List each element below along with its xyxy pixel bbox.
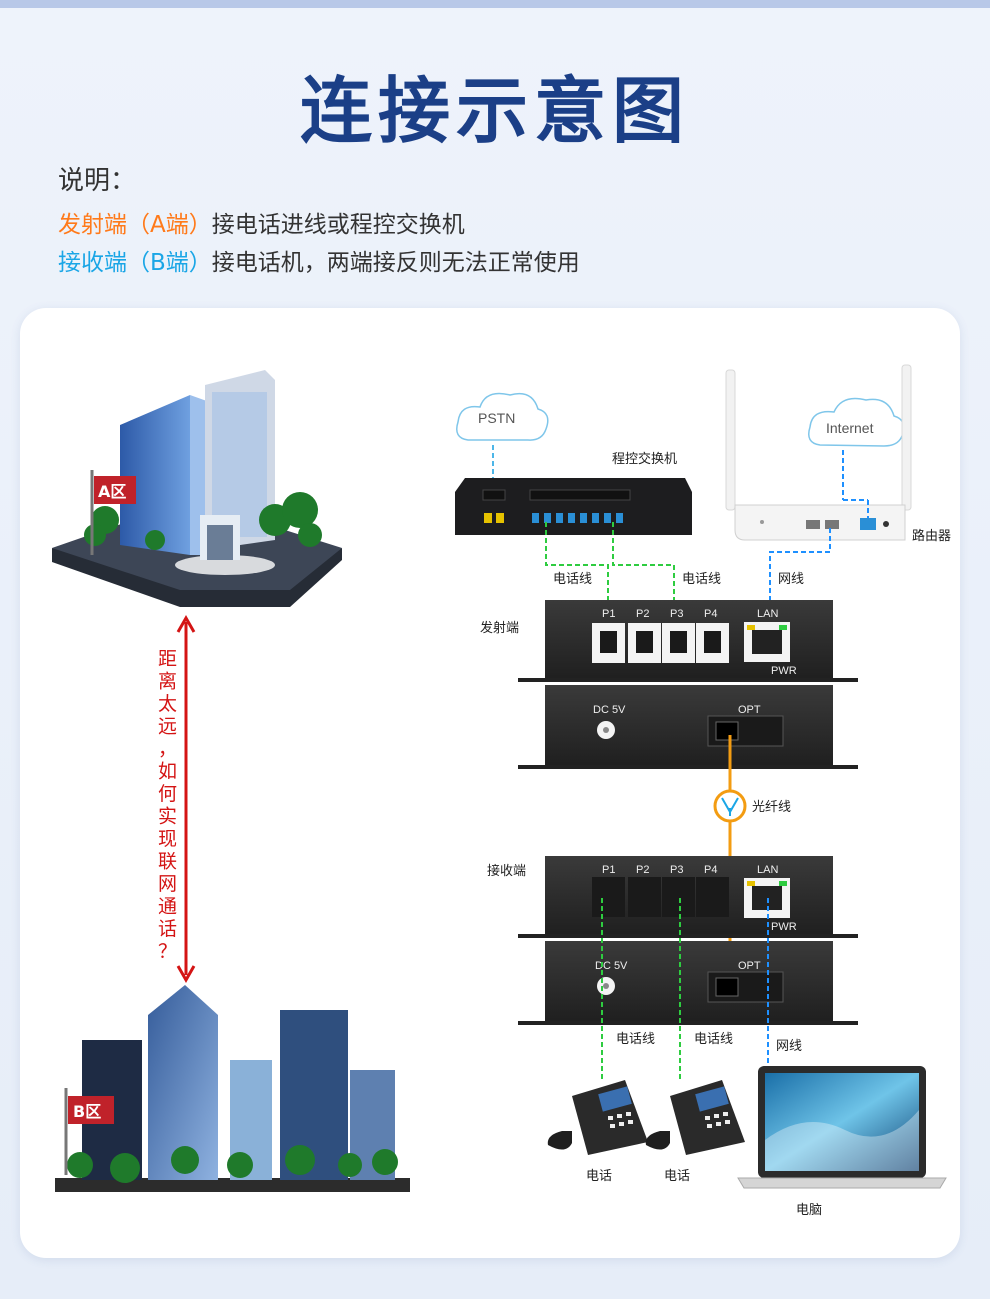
phone-2-icon xyxy=(645,1080,745,1155)
phone-1-label: 电话 xyxy=(586,1169,612,1184)
phone-2-label: 电话 xyxy=(664,1169,690,1184)
phone-line-2-label: 电话线 xyxy=(682,572,721,587)
rx-port-dc: DC 5V xyxy=(595,960,628,972)
question-char: 远 xyxy=(158,716,177,738)
rx-port-pwr: PWR xyxy=(771,921,797,933)
question-char: 太 xyxy=(158,693,177,715)
question-char: ， xyxy=(158,738,177,760)
receiver-desc: 接电话机，两端接反则无法正常使用 xyxy=(211,250,580,276)
question-char: 如 xyxy=(158,761,177,783)
rx-port-p4: P4 xyxy=(704,864,717,876)
description-line-b: 接收端（B端）接电话机，两端接反则无法正常使用 xyxy=(58,243,580,277)
tx-port-p3: P3 xyxy=(670,608,683,620)
question-char: 网 xyxy=(158,873,177,895)
tx-port-opt: OPT xyxy=(738,704,761,716)
page-title: 连接示意图 xyxy=(299,69,690,153)
transmitter-ports: P1 P2 P3 P4 LAN PWR DC 5V OPT xyxy=(593,608,797,716)
zone-b-flag: B区 xyxy=(64,1088,114,1175)
phone-line-3-label: 电话线 xyxy=(616,1032,655,1047)
receiver-ports: P1 P2 P3 P4 LAN PWR DC 5V OPT xyxy=(595,864,797,972)
rx-port-lan: LAN xyxy=(757,864,778,876)
top-cables xyxy=(492,445,869,628)
question-char: 现 xyxy=(158,828,177,850)
tx-port-p2: P2 xyxy=(636,608,649,620)
router-label: 路由器 xyxy=(912,528,951,544)
description-line-a: 发射端（A端）接电话进线或程控交换机 xyxy=(58,205,465,239)
zone-a-flag: A区 xyxy=(90,470,136,555)
rx-port-p2: P2 xyxy=(636,864,649,876)
building-b xyxy=(55,985,410,1192)
question-char: 话 xyxy=(158,918,177,940)
internet-cloud: Internet xyxy=(808,397,905,447)
zone-a-label: A区 xyxy=(98,482,126,501)
pbx-device xyxy=(455,478,692,535)
pstn-label: PSTN xyxy=(478,410,515,426)
question-char: 实 xyxy=(158,806,177,828)
building-a xyxy=(52,370,342,607)
question-char: 距 xyxy=(158,648,177,670)
tx-port-pwr: PWR xyxy=(771,665,797,677)
transmitter-highlight: 发射端（A端） xyxy=(58,212,212,238)
network-line-top-label: 网线 xyxy=(778,572,804,587)
top-bar xyxy=(0,0,990,8)
fiber-label: 光纤线 xyxy=(752,800,791,815)
receiver-label: 接收端 xyxy=(487,863,526,879)
transmitter-label: 发射端 xyxy=(480,620,519,636)
bottom-cables xyxy=(601,898,769,1080)
tx-port-lan: LAN xyxy=(757,608,778,620)
rx-port-opt: OPT xyxy=(738,960,761,972)
laptop-icon xyxy=(737,1066,947,1189)
distance-arrow xyxy=(176,614,196,984)
router-device xyxy=(725,364,912,541)
description-heading: 说明： xyxy=(58,166,137,196)
zone-b-label: B区 xyxy=(73,1102,101,1121)
rx-port-p3: P3 xyxy=(670,864,683,876)
pbx-label: 程控交换机 xyxy=(612,451,677,467)
question-char: ？ xyxy=(158,941,177,963)
phone-line-1-label: 电话线 xyxy=(553,572,592,587)
network-line-bottom-label: 网线 xyxy=(776,1039,802,1054)
tx-port-p4: P4 xyxy=(704,608,717,620)
rx-port-p1: P1 xyxy=(602,864,615,876)
computer-label: 电脑 xyxy=(796,1203,822,1218)
phone-line-4-label: 电话线 xyxy=(694,1032,733,1047)
receiver-highlight: 接收端（B端） xyxy=(58,250,212,276)
internet-label: Internet xyxy=(826,420,874,436)
question-char: 通 xyxy=(158,896,177,918)
pstn-cloud: PSTN xyxy=(456,392,549,441)
question-char: 何 xyxy=(158,783,177,805)
transmitter-device xyxy=(518,600,858,769)
phone-1-icon xyxy=(547,1080,648,1155)
tx-port-dc: DC 5V xyxy=(593,704,626,716)
question-char: 联 xyxy=(158,851,177,873)
tx-port-p1: P1 xyxy=(602,608,615,620)
question-char: 离 xyxy=(158,671,177,693)
receiver-device xyxy=(518,856,858,1025)
transmitter-desc: 接电话进线或程控交换机 xyxy=(211,212,465,238)
